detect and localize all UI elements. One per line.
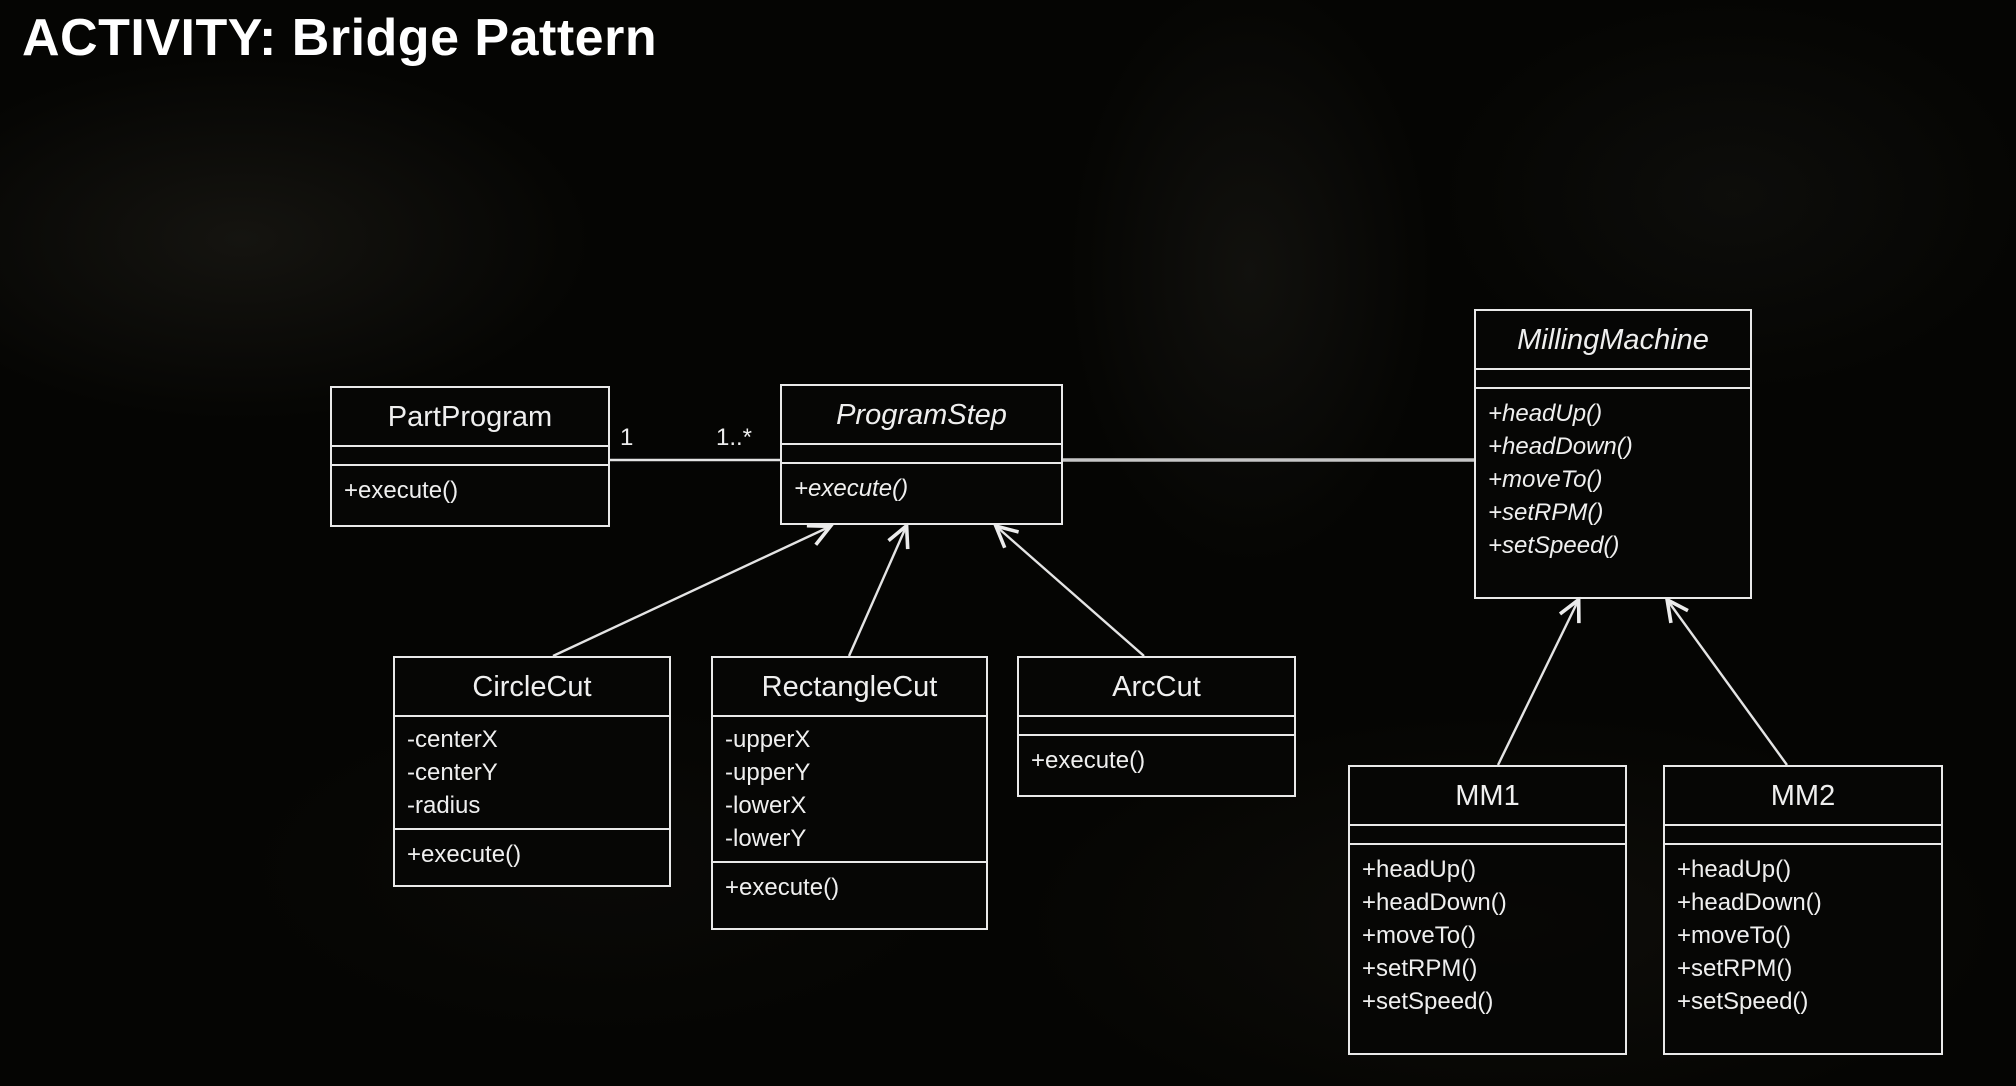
class-mm2: MM2 +headUp() +headDown() +moveTo() +set… xyxy=(1663,765,1943,1055)
class-rectanglecut: RectangleCut -upperX -upperY -lowerX -lo… xyxy=(711,656,988,930)
method: +moveTo() xyxy=(1488,466,1603,493)
multiplicity-partprogram-end: 1 xyxy=(620,424,634,451)
slide-title: ACTIVITY: Bridge Pattern xyxy=(22,9,658,67)
generalization-rectanglecut-programstep xyxy=(847,521,910,657)
class-mm1-name: MM1 xyxy=(1350,767,1625,826)
class-programstep: ProgramStep +execute() xyxy=(780,384,1063,525)
class-circlecut: CircleCut -centerX -centerY -radius +exe… xyxy=(393,656,671,887)
class-partprogram-name: PartProgram xyxy=(332,388,608,447)
method: +moveTo() xyxy=(1362,922,1477,949)
method: +headDown() xyxy=(1362,889,1507,916)
method: +setSpeed() xyxy=(1677,988,1809,1015)
class-mm2-name: MM2 xyxy=(1665,767,1941,826)
generalization-mm1-millingmachine xyxy=(1496,596,1581,766)
method: +headUp() xyxy=(1677,856,1792,883)
class-partprogram-methods: +execute() xyxy=(332,466,608,517)
method: +moveTo() xyxy=(1677,922,1792,949)
class-millingmachine-name: MillingMachine xyxy=(1476,311,1750,370)
method: +execute() xyxy=(1031,747,1146,774)
class-rectanglecut-name: RectangleCut xyxy=(713,658,986,717)
class-rectanglecut-attributes: -upperX -upperY -lowerX -lowerY xyxy=(713,717,986,863)
class-arccut-attributes xyxy=(1019,717,1294,736)
class-millingmachine: MillingMachine +headUp() +headDown() +mo… xyxy=(1474,309,1752,599)
class-mm2-attributes xyxy=(1665,826,1941,845)
attribute: -upperX xyxy=(725,726,811,753)
attribute: -centerY xyxy=(407,759,498,786)
class-circlecut-methods: +execute() xyxy=(395,830,669,881)
generalization-mm2-millingmachine xyxy=(1664,596,1788,766)
method: +setRPM() xyxy=(1677,955,1793,982)
method: +setSpeed() xyxy=(1362,988,1494,1015)
multiplicity-programstep-end: 1..* xyxy=(716,424,753,451)
method: +headDown() xyxy=(1488,433,1633,460)
method: +execute() xyxy=(725,874,840,901)
class-arccut: ArcCut +execute() xyxy=(1017,656,1296,797)
method: +headUp() xyxy=(1488,400,1603,427)
generalization-arccut-programstep xyxy=(992,523,1145,657)
class-partprogram-attributes xyxy=(332,447,608,466)
class-mm1: MM1 +headUp() +headDown() +moveTo() +set… xyxy=(1348,765,1627,1055)
class-programstep-attributes xyxy=(782,445,1061,464)
class-mm1-attributes xyxy=(1350,826,1625,845)
attribute: -radius xyxy=(407,792,481,819)
class-mm1-methods: +headUp() +headDown() +moveTo() +setRPM(… xyxy=(1350,845,1625,1028)
attribute: -lowerX xyxy=(725,792,807,819)
method: +execute() xyxy=(344,477,459,504)
method: +execute() xyxy=(407,841,522,868)
class-programstep-name: ProgramStep xyxy=(782,386,1061,445)
method: +setRPM() xyxy=(1362,955,1478,982)
class-millingmachine-attributes xyxy=(1476,370,1750,389)
class-millingmachine-methods: +headUp() +headDown() +moveTo() +setRPM(… xyxy=(1476,389,1750,572)
attribute: -lowerY xyxy=(725,825,807,852)
attribute: -centerX xyxy=(407,726,498,753)
method: +setRPM() xyxy=(1488,499,1604,526)
class-partprogram: PartProgram +execute() xyxy=(330,386,610,527)
method: +setSpeed() xyxy=(1488,532,1620,559)
class-rectanglecut-methods: +execute() xyxy=(713,863,986,914)
generalization-circlecut-programstep xyxy=(552,523,835,658)
method: +headUp() xyxy=(1362,856,1477,883)
method: +headDown() xyxy=(1677,889,1822,916)
class-arccut-methods: +execute() xyxy=(1019,736,1294,787)
class-circlecut-name: CircleCut xyxy=(395,658,669,717)
class-circlecut-attributes: -centerX -centerY -radius xyxy=(395,717,669,830)
attribute: -upperY xyxy=(725,759,811,786)
method: +execute() xyxy=(794,475,909,502)
class-programstep-methods: +execute() xyxy=(782,464,1061,515)
class-mm2-methods: +headUp() +headDown() +moveTo() +setRPM(… xyxy=(1665,845,1941,1028)
class-arccut-name: ArcCut xyxy=(1019,658,1294,717)
